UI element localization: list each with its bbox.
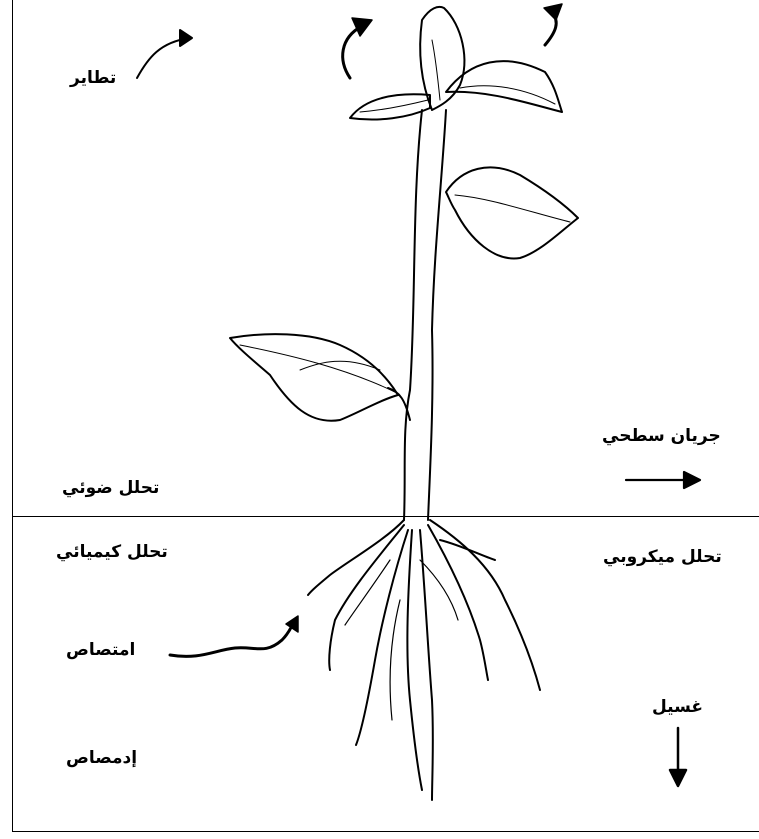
- label-chemical-degradation: تحلل كيميائي: [56, 542, 168, 562]
- volatilization-curl-arrow-right: [544, 4, 562, 45]
- surface-runoff-arrow: [626, 472, 700, 488]
- label-adsorption: إدمصاص: [66, 748, 137, 768]
- plant-roots: [308, 520, 540, 800]
- label-volatilization: تطاير: [70, 68, 116, 88]
- absorption-arrow: [170, 616, 298, 656]
- label-photodegradation: تحلل ضوئي: [62, 478, 159, 498]
- leaching-arrow: [670, 728, 686, 786]
- volatilization-curl-arrow-left: [343, 18, 372, 78]
- plant-leaves: [230, 7, 578, 421]
- label-absorption: امتصاص: [66, 640, 135, 660]
- plant-stem: [388, 110, 446, 520]
- volatilization-arrow: [137, 30, 192, 78]
- label-microbial-degradation: تحلل ميكروبي: [603, 547, 722, 567]
- label-leaching: غسيل: [652, 697, 703, 717]
- label-surface-runoff: جريان سطحي: [602, 426, 721, 446]
